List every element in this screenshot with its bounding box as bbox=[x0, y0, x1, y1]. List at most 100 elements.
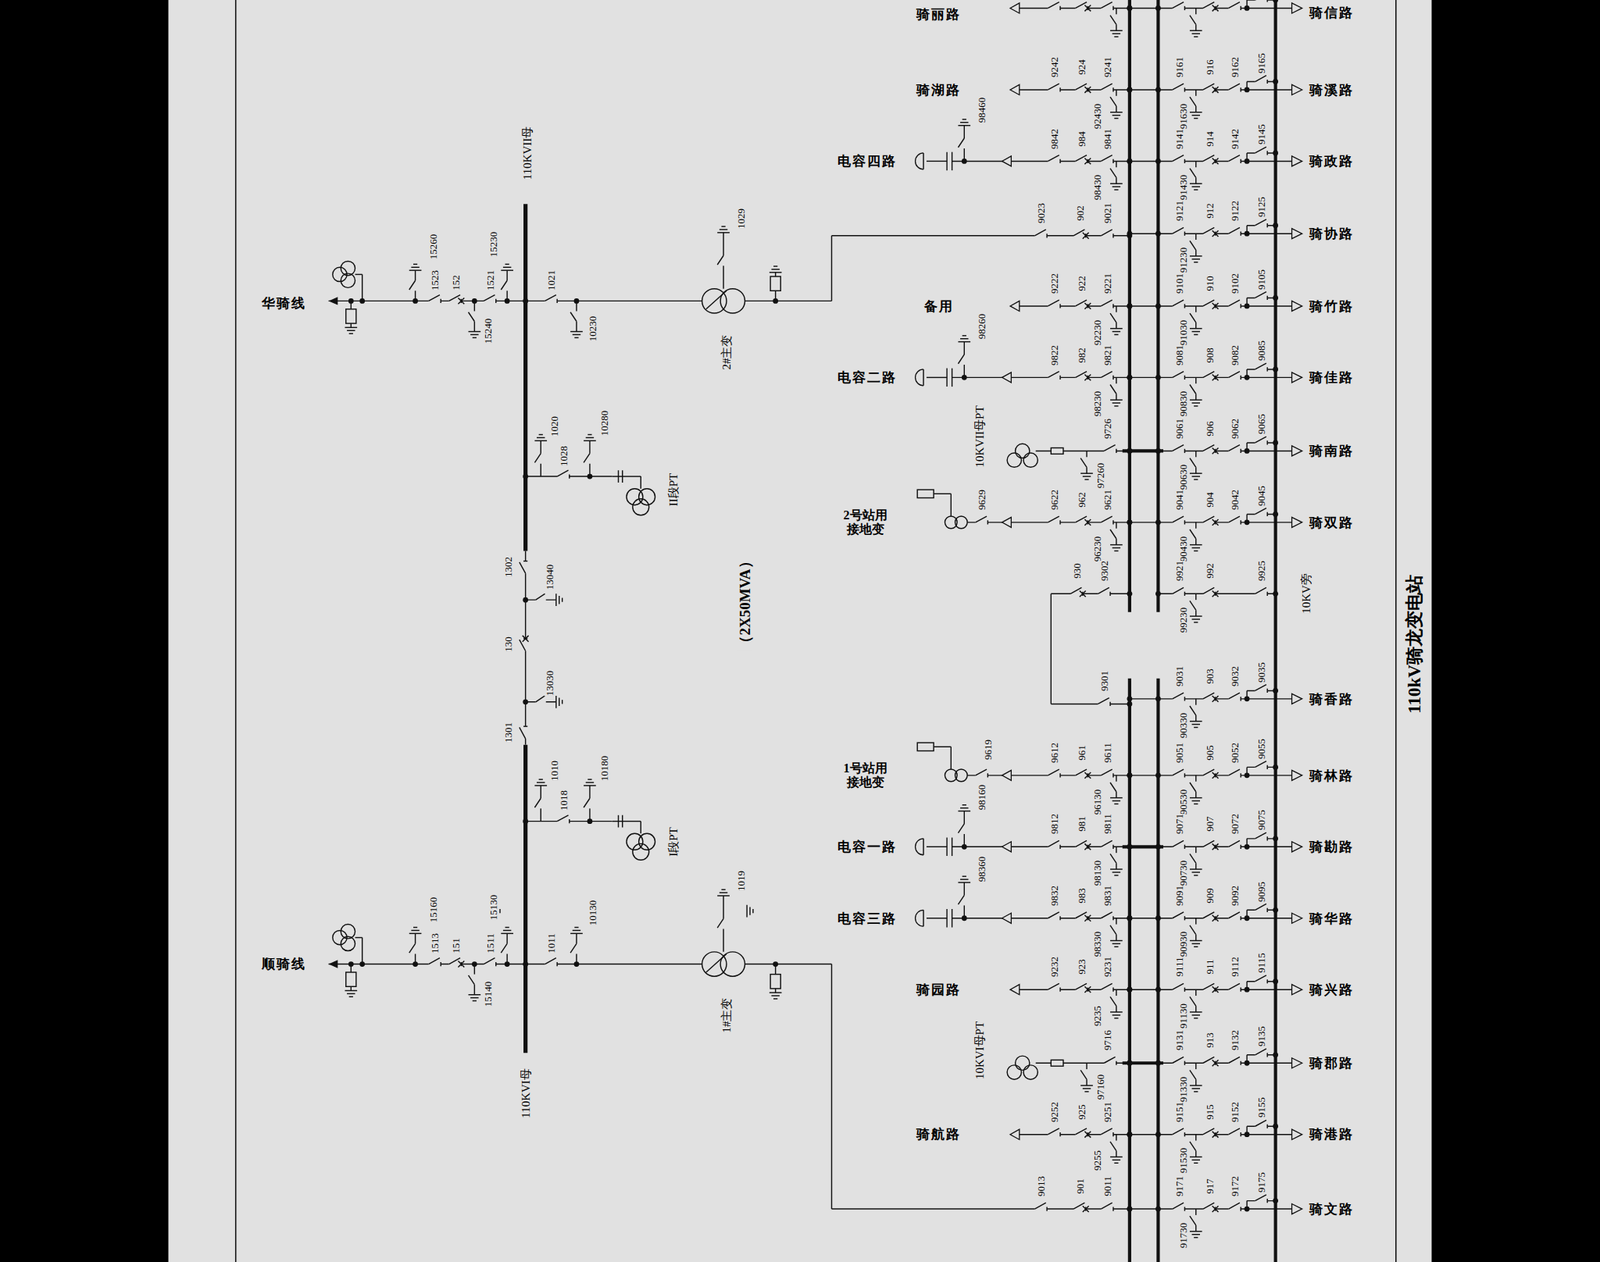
device-number: 1302 bbox=[503, 557, 514, 578]
wire bbox=[831, 235, 833, 302]
wire bbox=[926, 377, 947, 379]
wire bbox=[413, 927, 418, 929]
wire bbox=[950, 493, 952, 517]
cable-end bbox=[915, 153, 924, 170]
wire bbox=[1189, 328, 1203, 329]
wire bbox=[1084, 1132, 1091, 1139]
wire bbox=[962, 804, 967, 806]
wire bbox=[752, 909, 754, 914]
wire bbox=[1079, 590, 1086, 597]
device-number: 9811 bbox=[1102, 814, 1113, 836]
wire bbox=[1246, 153, 1247, 161]
junction-dot bbox=[1155, 591, 1161, 597]
device-number: 1521 bbox=[484, 270, 495, 291]
wire bbox=[457, 961, 465, 968]
wire bbox=[951, 838, 953, 858]
device-number: 9629 bbox=[976, 489, 987, 511]
wire bbox=[1082, 232, 1090, 240]
device-number: 9052 bbox=[1229, 742, 1240, 764]
wire bbox=[1115, 1061, 1117, 1066]
wire bbox=[1084, 986, 1091, 993]
wire bbox=[1246, 297, 1247, 306]
wire bbox=[1084, 303, 1091, 310]
wire bbox=[1212, 590, 1219, 597]
wire bbox=[350, 964, 352, 973]
wire bbox=[1112, 114, 1121, 116]
device-number: 9162 bbox=[1229, 57, 1240, 78]
feeder-arrow bbox=[1292, 372, 1303, 383]
wire bbox=[1112, 1132, 1114, 1137]
device-number: 9172 bbox=[1229, 1176, 1240, 1197]
wire bbox=[775, 272, 776, 277]
wire bbox=[1266, 512, 1268, 517]
feeder-arrow bbox=[1292, 1058, 1303, 1069]
device-number: 91430 bbox=[1177, 175, 1188, 201]
wire bbox=[1172, 227, 1184, 234]
wire bbox=[1266, 0, 1268, 3]
device-number: 98160 bbox=[976, 785, 987, 811]
wire bbox=[1193, 261, 1198, 263]
device-number: 15230 bbox=[487, 232, 498, 258]
wire bbox=[1212, 157, 1219, 165]
wire bbox=[1172, 516, 1184, 523]
device-number: 9161 bbox=[1173, 57, 1184, 78]
wire bbox=[1189, 15, 1197, 25]
wire bbox=[1084, 478, 1089, 480]
wire bbox=[962, 875, 967, 877]
wire bbox=[1246, 1201, 1247, 1210]
wire bbox=[1255, 508, 1267, 515]
device-number: 915 bbox=[1203, 1104, 1215, 1121]
wire bbox=[1212, 772, 1219, 779]
wire bbox=[1192, 32, 1200, 34]
junction-dot bbox=[1272, 907, 1279, 914]
wire bbox=[1110, 15, 1117, 25]
wire bbox=[1050, 593, 1130, 595]
wire bbox=[1109, 592, 1111, 597]
wire bbox=[1110, 1157, 1123, 1158]
wire bbox=[1110, 96, 1117, 107]
wire bbox=[1255, 903, 1267, 911]
wire bbox=[1097, 587, 1109, 594]
junction-dot bbox=[1155, 303, 1161, 310]
wire bbox=[1189, 313, 1197, 323]
wire bbox=[1047, 912, 1059, 919]
device-number: 91030 bbox=[1177, 320, 1188, 347]
wire bbox=[350, 323, 352, 328]
feeder-name: 顺骑线 bbox=[261, 957, 307, 972]
device-number: 984 bbox=[1076, 131, 1087, 147]
device-number: 9812 bbox=[1049, 814, 1060, 835]
winding-circle bbox=[639, 489, 656, 506]
wire bbox=[1246, 910, 1247, 918]
feeder-name: 骑兴路 bbox=[1309, 982, 1354, 997]
winding-circle bbox=[1023, 453, 1038, 468]
wire bbox=[235, 0, 237, 1262]
junction-dot bbox=[1126, 1207, 1133, 1213]
wire bbox=[1193, 727, 1198, 729]
junction-dot bbox=[1272, 222, 1279, 229]
junction-dot bbox=[1126, 696, 1133, 702]
wire bbox=[1059, 375, 1061, 380]
wire bbox=[1112, 185, 1121, 187]
wire bbox=[1266, 1053, 1268, 1058]
feeder-name: 备用 bbox=[924, 299, 954, 313]
wire bbox=[1240, 773, 1242, 778]
wire bbox=[773, 265, 778, 267]
feeder-name: 骑文路 bbox=[1309, 1202, 1354, 1216]
wire bbox=[1212, 1060, 1219, 1067]
junction-dot bbox=[1126, 87, 1133, 93]
wire bbox=[1082, 232, 1090, 240]
device-number: 9072 bbox=[1229, 814, 1240, 835]
wire bbox=[556, 299, 558, 304]
wire bbox=[410, 930, 419, 932]
wire bbox=[1246, 1055, 1247, 1064]
device-number: 9821 bbox=[1102, 345, 1113, 366]
wire bbox=[1097, 698, 1109, 705]
wire bbox=[499, 909, 500, 914]
wire bbox=[1184, 87, 1186, 92]
wire bbox=[534, 785, 547, 786]
wire bbox=[771, 995, 779, 997]
feeder-arrow bbox=[1292, 300, 1303, 311]
wire bbox=[775, 989, 776, 993]
wire bbox=[951, 368, 953, 388]
wire bbox=[587, 434, 592, 436]
